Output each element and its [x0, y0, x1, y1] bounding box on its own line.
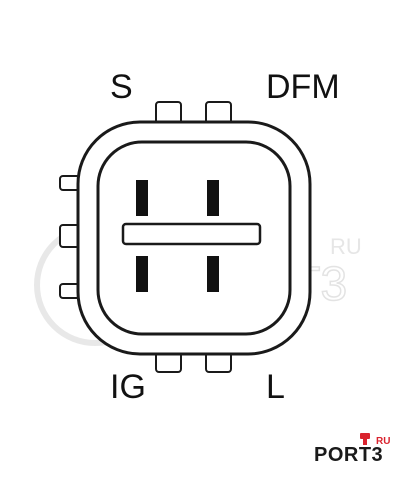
pin-l	[207, 256, 219, 292]
piston-icon	[360, 433, 370, 445]
pin-dfm	[207, 180, 219, 216]
logo-text: PORT3	[314, 444, 384, 466]
brand-logo: RU PORT3	[314, 430, 394, 470]
pin-s	[136, 180, 148, 216]
pin-label-dfm: DFM	[266, 68, 340, 106]
pin-ig	[136, 256, 148, 292]
watermark-suffix: RU	[330, 234, 362, 259]
pin-label-s: S	[110, 68, 133, 106]
center-key-bar	[121, 222, 262, 246]
logo-suffix: RU	[376, 436, 391, 447]
pin-label-ig: IG	[110, 368, 146, 406]
pin-label-l: L	[266, 368, 285, 406]
